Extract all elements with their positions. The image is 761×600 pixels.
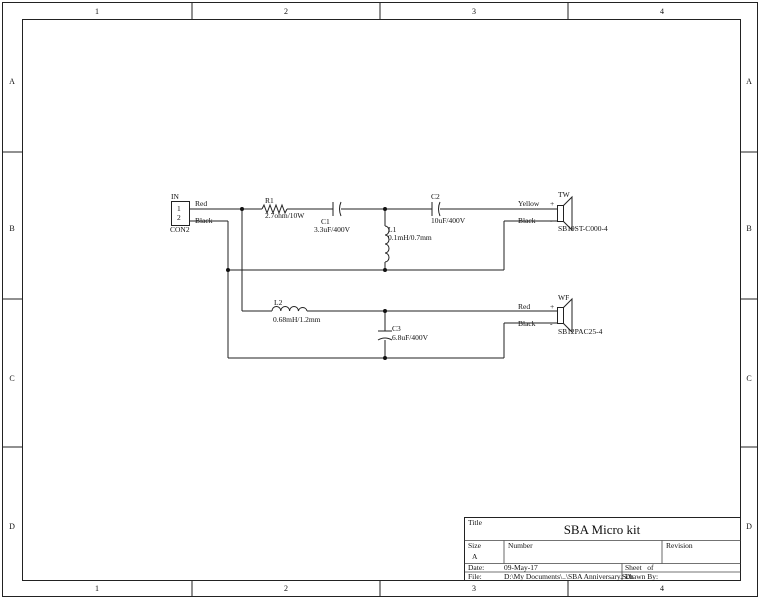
drawn-by-label: Drawn By:: [625, 572, 658, 581]
capacitor-c1: C1 3.3uF/400V: [314, 201, 351, 234]
zone-col-4-top: 4: [660, 7, 664, 16]
zone-row-d-right: D: [746, 522, 752, 531]
speaker-tweeter: TW SB19ST-C000-4 Yellow Black + -: [518, 190, 608, 233]
title-block: Title SBA Micro kit Size A Number Revisi…: [464, 517, 741, 581]
tweeter-plus: +: [550, 199, 554, 208]
woofer-minus: -: [550, 319, 553, 328]
l2-value: 0.68mH/1.2mm: [273, 315, 321, 324]
inductor-l2: L2 0.68mH/1.2mm: [271, 298, 321, 324]
c2-value: 10uF/400V: [431, 216, 466, 225]
woofer-model: SB12PAC25-4: [558, 327, 603, 336]
l1-value: 0.1mH/0.7mm: [388, 233, 432, 242]
wire-label-black: Black: [195, 216, 213, 225]
junction-dot: [383, 309, 387, 313]
junction-dot: [240, 207, 244, 211]
c1-value: 3.3uF/400V: [314, 225, 351, 234]
resistor-r1: R1 2.7ohm/10W: [261, 196, 305, 220]
inner-frame: [22, 19, 741, 581]
c2-ref: C2: [431, 192, 440, 201]
date-value: 09-May-17: [504, 563, 538, 572]
speaker-woofer: WF SB12PAC25-4 Red Black + -: [518, 293, 603, 336]
l1-ref: L1: [388, 225, 397, 234]
woofer-wire-neg: Black: [518, 319, 536, 328]
connector-pin-1: 1: [177, 204, 181, 213]
connector-name: CON2: [170, 225, 190, 234]
capacitor-c2: C2 10uF/400V: [430, 192, 466, 225]
junction-dot: [383, 207, 387, 211]
junctions: [226, 207, 387, 360]
tweeter-minus: -: [550, 216, 553, 225]
zone-col-1-bottom: 1: [95, 584, 99, 593]
woofer-ref: WF: [558, 293, 569, 302]
capacitor-c3: C3 6.8uF/400V: [377, 324, 429, 342]
tweeter-wire-neg: Black: [518, 216, 536, 225]
wires: [190, 208, 557, 359]
zone-col-3-top: 3: [472, 7, 476, 16]
size-label: Size: [468, 541, 482, 550]
tweeter-model: SB19ST-C000-4: [558, 224, 608, 233]
junction-dot: [226, 268, 230, 272]
revision-label: Revision: [666, 541, 693, 550]
connector-pin-2: 2: [177, 213, 181, 222]
zone-row-c-left: C: [9, 374, 14, 383]
zone-row-a-right: A: [746, 77, 752, 86]
zone-col-4-bottom: 4: [660, 584, 664, 593]
c3-ref: C3: [392, 324, 401, 333]
zone-row-b-left: B: [9, 224, 14, 233]
number-label: Number: [508, 541, 533, 550]
size-value: A: [472, 552, 478, 561]
woofer-plus: +: [550, 302, 554, 311]
connector-con2: IN 1 2 CON2 Red Black: [170, 192, 213, 234]
wire-label-red: Red: [195, 199, 207, 208]
tweeter-ref: TW: [558, 190, 571, 199]
junction-dot: [383, 356, 387, 360]
r1-ref: R1: [265, 196, 274, 205]
c3-value: 6.8uF/400V: [392, 333, 429, 342]
zone-row-d-left: D: [9, 522, 15, 531]
r1-value: 2.7ohm/10W: [265, 211, 305, 220]
woofer-wire-pos: Red: [518, 302, 530, 311]
zone-row-c-right: C: [746, 374, 751, 383]
date-label: Date:: [468, 563, 484, 572]
title-label: Title: [468, 518, 483, 527]
tweeter-wire-pos: Yellow: [518, 199, 540, 208]
file-value: D:\My Documents\..\SBA Anniversary.Sch: [504, 572, 634, 581]
zone-col-3-bottom: 3: [472, 584, 476, 593]
zone-col-1-top: 1: [95, 7, 99, 16]
junction-dot: [383, 268, 387, 272]
zone-col-2-bottom: 2: [284, 584, 288, 593]
zone-row-a-left: A: [9, 77, 15, 86]
l2-ref: L2: [274, 298, 283, 307]
sheet-label: Sheet of: [625, 563, 654, 572]
connector-ref: IN: [171, 192, 179, 201]
c1-ref: C1: [321, 217, 330, 226]
zone-row-b-right: B: [746, 224, 751, 233]
title-value: SBA Micro kit: [564, 522, 641, 537]
zone-col-2-top: 2: [284, 7, 288, 16]
file-label: File:: [468, 572, 482, 581]
inductor-l1: L1 0.1mH/0.7mm: [384, 225, 432, 263]
